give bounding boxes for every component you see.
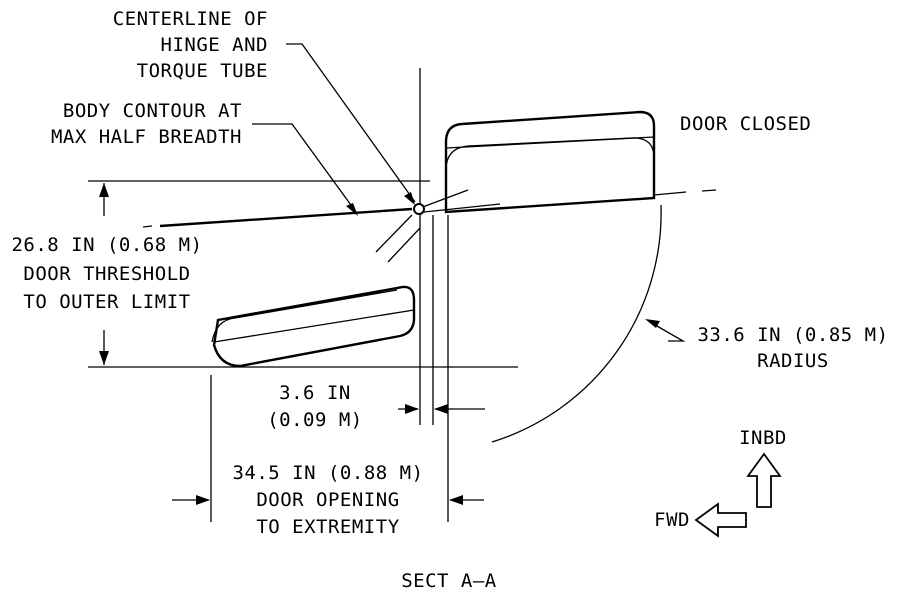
door-open-inner-arc xyxy=(211,289,398,343)
body-contour-label-line1: BODY CONTOUR AT xyxy=(63,100,242,122)
threshold-label-line3: TO OUTER LIMIT xyxy=(23,291,190,313)
inbd-label: INBD xyxy=(739,427,787,449)
body-contour-leader xyxy=(252,123,357,213)
door-closed-label: DOOR CLOSED xyxy=(680,113,811,135)
threshold-label-line2: DOOR THRESHOLD xyxy=(23,263,190,285)
offset-label-line2: (0.09 M) xyxy=(267,409,363,431)
offset-arrow-right xyxy=(434,404,448,414)
centerline-label-line3: TORQUE TUBE xyxy=(137,60,268,82)
door-open-inner-line xyxy=(213,309,415,343)
threshold-arrow-bottom xyxy=(99,351,109,365)
threshold-label-line1: 26.8 IN (0.68 M) xyxy=(11,234,202,256)
hinge-diag-2 xyxy=(387,227,421,263)
fwd-arrow-icon xyxy=(694,502,747,538)
threshold-arrow-top xyxy=(99,183,109,197)
body-contour-line xyxy=(159,207,413,228)
swing-radius-arc xyxy=(491,204,662,443)
body-contour-leader-arrow xyxy=(346,203,358,216)
hinge-arm-lower xyxy=(423,203,501,213)
offset-arrow-left xyxy=(405,404,419,414)
centerline-leader-arrow xyxy=(404,192,415,205)
opening-arrow-left xyxy=(196,495,210,505)
closed-door-centerline-dash-1 xyxy=(653,191,687,196)
radius-label-line2: RADIUS xyxy=(757,350,829,372)
closed-door-centerline-dash-2 xyxy=(701,189,717,192)
hinge-arm-upper xyxy=(419,189,469,209)
section-title: SECT A–A xyxy=(401,570,497,592)
centerline-leader xyxy=(286,43,416,203)
body-contour-label-line2: MAX HALF BREADTH xyxy=(51,126,242,148)
radius-leader-arrow xyxy=(645,319,660,328)
opening-label-line2: DOOR OPENING xyxy=(256,489,399,511)
door-closed-inner-line xyxy=(445,136,655,149)
hinge-diag-1 xyxy=(375,214,413,253)
opening-label-line3: TO EXTREMITY xyxy=(256,516,399,538)
radius-leader xyxy=(649,321,686,342)
centerline-label-line2: HINGE AND xyxy=(161,34,268,56)
opening-label-line1: 34.5 IN (0.88 M) xyxy=(232,462,423,484)
fwd-label: FWD xyxy=(654,509,690,531)
offset-label-line1: 3.6 IN xyxy=(279,382,351,404)
opening-arrow-right xyxy=(449,495,463,505)
door-open-outline xyxy=(212,285,416,368)
inbd-arrow-icon xyxy=(746,452,782,508)
hinge-point xyxy=(413,203,425,215)
body-contour-dash xyxy=(142,225,153,228)
door-closed-outline xyxy=(444,110,656,214)
centerline-label-line1: CENTERLINE OF xyxy=(113,8,268,30)
radius-label-line1: 33.6 IN (0.85 M) xyxy=(697,324,888,346)
